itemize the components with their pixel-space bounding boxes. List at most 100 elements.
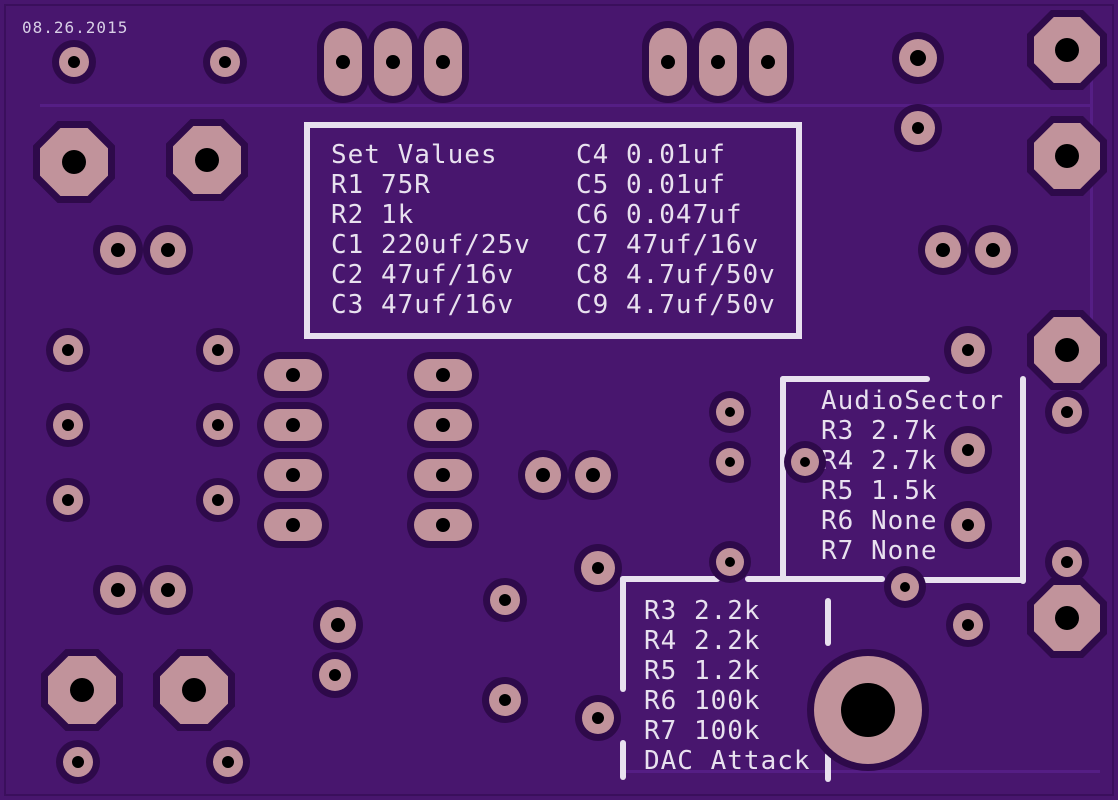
drill-hole	[195, 148, 219, 172]
copper-ring	[814, 656, 922, 764]
audiosector-outline	[1020, 376, 1026, 584]
solder-pad	[568, 450, 618, 500]
drill-hole	[499, 694, 511, 706]
solder-pad	[944, 501, 992, 549]
drill-hole	[900, 582, 910, 592]
drill-hole	[161, 243, 175, 257]
mask-clearance	[892, 32, 944, 84]
mask-clearance	[784, 441, 826, 483]
drill-hole	[592, 712, 604, 724]
drill-hole	[910, 50, 926, 66]
copper-ring	[716, 448, 744, 476]
mask-clearance	[944, 326, 992, 374]
solder-pad	[892, 32, 944, 84]
copper-ring	[899, 39, 937, 77]
copper-ring	[1034, 585, 1100, 651]
solder-pad	[206, 740, 250, 784]
drill-hole	[70, 678, 94, 702]
drill-hole	[1055, 144, 1079, 168]
solder-pad	[1027, 578, 1107, 658]
drill-hole	[182, 678, 206, 702]
copper-ring	[1034, 317, 1100, 383]
copper-ring	[264, 409, 322, 441]
copper-ring	[40, 128, 108, 196]
copper-ring	[575, 457, 611, 493]
mask-clearance	[944, 501, 992, 549]
copper-ring	[414, 509, 472, 541]
copper-ring	[414, 459, 472, 491]
solder-pad	[52, 40, 96, 84]
mask-clearance	[93, 565, 143, 615]
solder-pad	[143, 225, 193, 275]
mask-clearance	[709, 441, 751, 483]
drill-hole	[161, 583, 175, 597]
copper-ring	[48, 656, 116, 724]
copper-ring	[925, 232, 961, 268]
solder-pad	[407, 452, 479, 498]
drill-hole	[1055, 38, 1079, 62]
mask-clearance	[407, 502, 479, 548]
solder-pad	[46, 328, 90, 372]
mask-clearance	[407, 352, 479, 398]
copper-ring	[414, 359, 472, 391]
dac-outline	[825, 598, 831, 646]
mask-clearance	[143, 565, 193, 615]
copper-ring	[173, 126, 241, 194]
solder-pad	[93, 565, 143, 615]
silkscreen-label: C3 47uf/16v	[331, 290, 515, 320]
drill-hole	[1061, 556, 1073, 568]
copper-ring	[320, 607, 356, 643]
mask-clearance	[196, 478, 240, 522]
copper-ring	[319, 659, 351, 691]
silkscreen-label: R5 1.2k	[644, 656, 761, 686]
drill-hole	[725, 557, 735, 567]
mask-clearance	[692, 20, 744, 104]
solder-pad	[692, 20, 744, 104]
drill-hole	[336, 54, 350, 69]
drill-hole	[912, 122, 924, 134]
solder-pad	[257, 352, 329, 398]
drill-hole	[962, 519, 974, 531]
silkscreen-label: R2 1k	[331, 200, 415, 230]
mask-clearance	[257, 502, 329, 548]
drill-hole	[962, 619, 974, 631]
mask-clearance	[196, 328, 240, 372]
mask-clearance	[1027, 116, 1107, 196]
mask-clearance	[574, 544, 622, 592]
drill-hole	[761, 54, 775, 69]
solder-pad	[946, 603, 990, 647]
silkscreen-label: C9 4.7uf/50v	[576, 290, 776, 320]
copper-ring	[901, 111, 935, 145]
solder-pad	[143, 565, 193, 615]
mask-clearance	[56, 740, 100, 784]
copper-ring	[414, 409, 472, 441]
mask-clearance	[46, 328, 90, 372]
copper-ring	[53, 410, 83, 440]
mask-clearance	[1045, 390, 1089, 434]
drill-hole	[1055, 606, 1079, 630]
mask-clearance	[1027, 310, 1107, 390]
silkscreen-label: Set Values	[331, 140, 498, 170]
solder-pad	[196, 403, 240, 447]
dac-outline	[620, 576, 626, 692]
mask-clearance	[257, 402, 329, 448]
solder-pad	[884, 566, 926, 608]
silkscreen-label: C6 0.047uf	[576, 200, 743, 230]
copper-ring	[264, 509, 322, 541]
copper-ring	[59, 47, 89, 77]
solder-pad	[407, 352, 479, 398]
solder-pad	[407, 502, 479, 548]
copper-ring	[716, 548, 744, 576]
mask-clearance	[206, 740, 250, 784]
solder-pad	[709, 391, 751, 433]
dac-outline	[620, 576, 720, 582]
copper-ring	[53, 485, 83, 515]
silkscreen-label: R4 2.2k	[644, 626, 761, 656]
drill-hole	[68, 56, 80, 68]
drill-hole	[936, 243, 950, 257]
drill-hole	[286, 517, 300, 532]
mask-clearance	[166, 119, 248, 201]
drill-hole	[592, 562, 604, 574]
silkscreen-label: R1 75R	[331, 170, 431, 200]
copper-ring	[953, 610, 983, 640]
